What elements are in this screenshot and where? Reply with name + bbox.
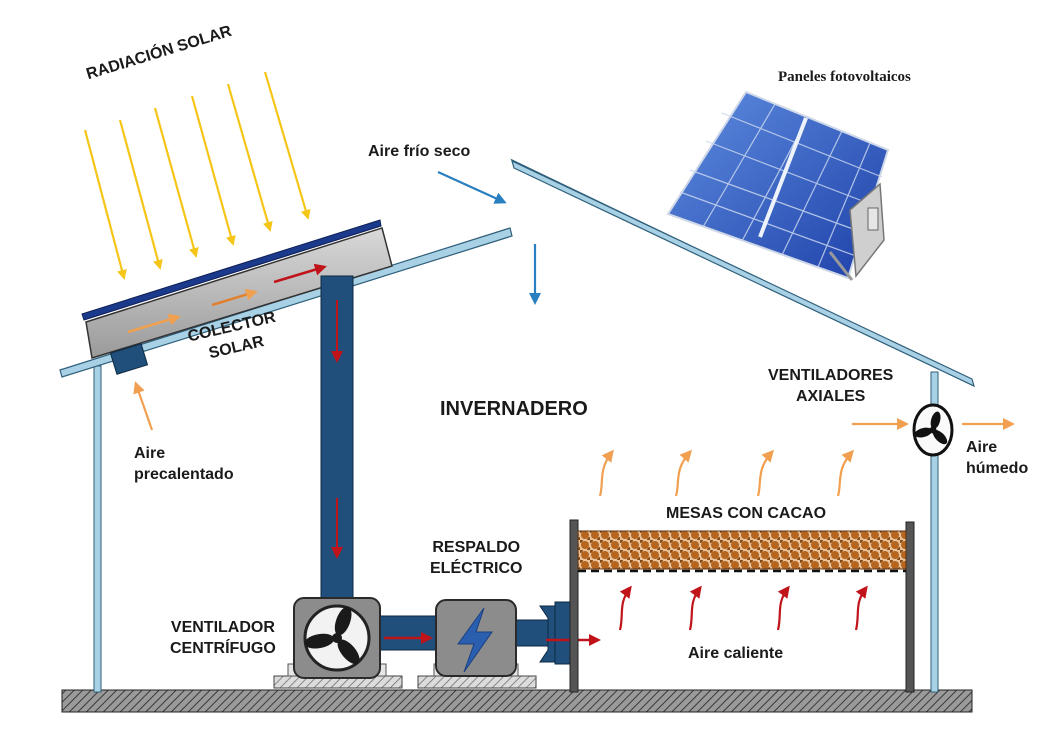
- right-wall-post: [930, 371, 939, 693]
- preheated-air-label-line1: Aire: [134, 445, 166, 462]
- electric-backup: [435, 599, 517, 677]
- table-post-right: [905, 521, 915, 693]
- hot-air-flow: [618, 585, 868, 631]
- centrifugal-fan-label-line2: CENTRÍFUGO: [170, 639, 276, 657]
- humid-rising-air: [598, 449, 854, 497]
- humid-air-label: Aire húmedo: [966, 438, 1028, 480]
- horizontal-duct-2: [511, 619, 549, 647]
- horizontal-duct-1: [377, 615, 441, 651]
- left-wall-post: [93, 365, 102, 693]
- preheated-air-label: Aire precalentado: [134, 444, 234, 486]
- table-post-left: [569, 519, 579, 693]
- humid-air-label-line1: Aire: [966, 439, 998, 456]
- electric-backup-label-line1: RESPALDO: [432, 539, 521, 556]
- cacao-tables-label: MESAS CON CACAO: [666, 505, 827, 522]
- axial-fans-label-line1: VENTILADORES: [768, 367, 894, 384]
- heater-base: [417, 675, 537, 689]
- centrifugal-fan-label: VENTILADOR CENTRÍFUGO: [170, 618, 276, 660]
- fan-icon: [304, 606, 360, 665]
- electric-backup-label-line2: ELÉCTRICO: [430, 559, 523, 577]
- humid-air-label-line2: húmedo: [966, 459, 1029, 477]
- cold-air-arrow-in: [437, 170, 507, 204]
- pv-panels-label: Paneles fotovoltaicos: [778, 69, 911, 85]
- roof-right-body: [511, 159, 975, 388]
- preheated-air-label-line2: precalentado: [134, 465, 234, 483]
- pv-panel: [666, 90, 890, 281]
- centrifugal-fan-label-line1: VENTILADOR: [170, 619, 275, 636]
- fan-icon: [914, 411, 948, 445]
- preheated-air-arrow: [133, 381, 154, 431]
- cacao-layer: [577, 530, 907, 570]
- axial-fan: [912, 403, 954, 457]
- cold-dry-air-label: Aire frío seco: [368, 143, 471, 160]
- axial-fans-label-line2: AXIALES: [796, 387, 866, 405]
- solar-collector: [81, 219, 393, 375]
- ground: [61, 689, 973, 713]
- hot-air-label: Aire caliente: [688, 645, 784, 662]
- greenhouse-label: INVERNADERO: [440, 398, 588, 420]
- lightning-bolt-icon: [457, 607, 493, 673]
- axial-fans-label: VENTILADORES AXIALES: [768, 366, 893, 408]
- centrifugal-fan: [293, 597, 381, 679]
- sun-rays: [83, 71, 311, 280]
- electric-backup-label: RESPALDO ELÉCTRICO: [430, 538, 522, 580]
